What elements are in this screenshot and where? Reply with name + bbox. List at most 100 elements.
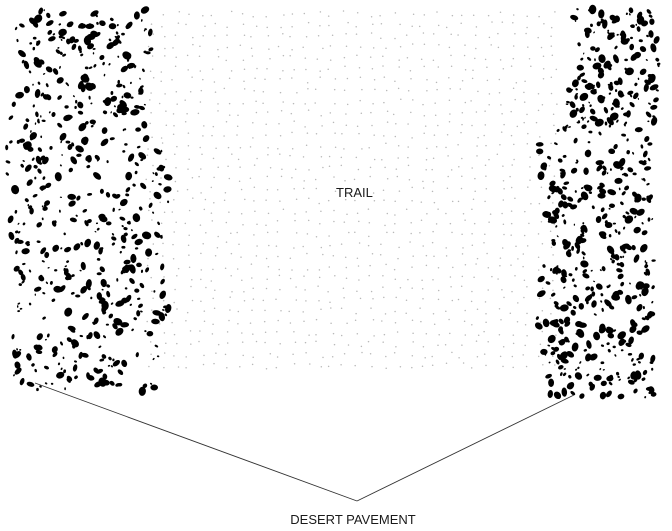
pebble	[131, 233, 138, 240]
trail-stipple-dot	[420, 320, 422, 323]
trail-stipple-dot	[162, 242, 164, 245]
pebble	[157, 221, 160, 226]
pebble	[52, 68, 59, 75]
pebble	[636, 281, 645, 287]
trail-stipple-dot	[445, 362, 448, 364]
pebble	[604, 220, 608, 224]
pebble	[590, 23, 593, 28]
pebble	[138, 386, 146, 396]
trail-stipple-dot	[346, 213, 348, 215]
pebble	[597, 67, 604, 75]
pebble	[588, 130, 593, 134]
pebble	[40, 115, 42, 118]
trail-stipple-dot	[407, 156, 409, 159]
trail-stipple-dot	[186, 54, 189, 57]
pebble	[48, 36, 56, 42]
trail-stipple-dot	[359, 76, 362, 78]
pebble	[32, 20, 39, 28]
trail-stipple-dot	[510, 234, 512, 236]
trail-stipple-dot	[411, 287, 413, 289]
pebble	[153, 191, 162, 200]
trail-stipple-dot	[249, 322, 252, 324]
pebble	[580, 229, 584, 234]
pebble	[656, 62, 661, 66]
trail-stipple-dot	[412, 332, 414, 334]
pebble	[579, 361, 582, 364]
pebble	[20, 163, 24, 168]
pebble	[646, 183, 650, 186]
trail-stipple-dot	[198, 340, 200, 343]
trail-stipple-dot	[265, 123, 267, 125]
trail-stipple-dot	[461, 157, 463, 160]
trail-stipple-dot	[448, 121, 451, 123]
pebble	[609, 14, 617, 21]
pebble	[40, 155, 46, 161]
trail-stipple-dot	[164, 47, 166, 50]
pebble	[125, 21, 133, 30]
pebble	[161, 309, 165, 311]
pebble	[52, 244, 60, 252]
pebble	[547, 220, 551, 223]
trail-stipple-dot	[226, 34, 228, 36]
trail-stipple-dot	[379, 14, 381, 17]
pebble	[138, 87, 144, 95]
pebble	[119, 216, 126, 221]
trail-stipple-dot	[501, 289, 503, 291]
trail-stipple-dot	[243, 80, 245, 83]
pebble	[617, 77, 623, 85]
trail-stipple-dot	[173, 125, 175, 127]
pebble	[78, 23, 84, 29]
trail-stipple-dot	[254, 77, 256, 79]
trail-stipple-dot	[526, 26, 528, 29]
pebble	[44, 200, 51, 206]
trail-stipple-dot	[278, 123, 280, 125]
pebble	[573, 305, 577, 310]
trail-stipple-dot	[329, 301, 331, 304]
pebble	[637, 97, 640, 100]
trail-stipple-dot	[449, 113, 451, 115]
trail-stipple-dot	[217, 166, 219, 168]
trail-stipple-dot	[266, 26, 268, 29]
pebble	[599, 188, 607, 195]
trail-stipple-dot	[411, 43, 414, 45]
pebble	[38, 7, 44, 15]
trail-stipple-dot	[306, 81, 309, 84]
pebble	[47, 29, 53, 35]
trail-stipple-dot	[471, 167, 473, 169]
trail-stipple-dot	[343, 56, 346, 59]
trail-stipple-dot	[249, 146, 252, 148]
trail-stipple-dot	[551, 54, 554, 57]
pebble	[624, 215, 634, 224]
pebble	[23, 85, 30, 94]
pebble	[64, 246, 72, 253]
trail-stipple-dot	[386, 177, 389, 180]
pebble	[651, 218, 654, 221]
trail-stipple-dot	[200, 168, 202, 170]
trail-stipple-dot	[370, 290, 373, 293]
trail-stipple-dot	[537, 256, 540, 259]
trail-stipple-dot	[172, 243, 174, 246]
trail-stipple-dot	[202, 34, 204, 37]
trail-stipple-dot	[395, 168, 398, 170]
pebble	[85, 155, 92, 162]
trail-stipple-dot	[386, 212, 389, 215]
pebble	[601, 213, 608, 220]
trail-stipple-dot	[385, 263, 387, 266]
trail-stipple-dot	[474, 190, 476, 192]
trail-stipple-dot	[315, 333, 317, 336]
pebble	[544, 352, 547, 356]
trail-stipple-dot	[345, 113, 347, 115]
trail-stipple-dot	[432, 313, 435, 315]
trail-stipple-dot	[423, 43, 426, 46]
trail-stipple-dot	[464, 69, 467, 71]
trail-stipple-dot	[253, 89, 255, 92]
trail-stipple-dot	[304, 57, 307, 59]
pebble	[119, 107, 126, 114]
trail-stipple-dot	[451, 14, 454, 17]
trail-stipple-dot	[163, 352, 166, 354]
trail-stipple-dot	[332, 121, 335, 124]
trail-stipple-dot	[355, 25, 357, 28]
pebble	[124, 287, 128, 290]
trail-stipple-dot	[407, 146, 409, 148]
pebble	[13, 265, 20, 272]
